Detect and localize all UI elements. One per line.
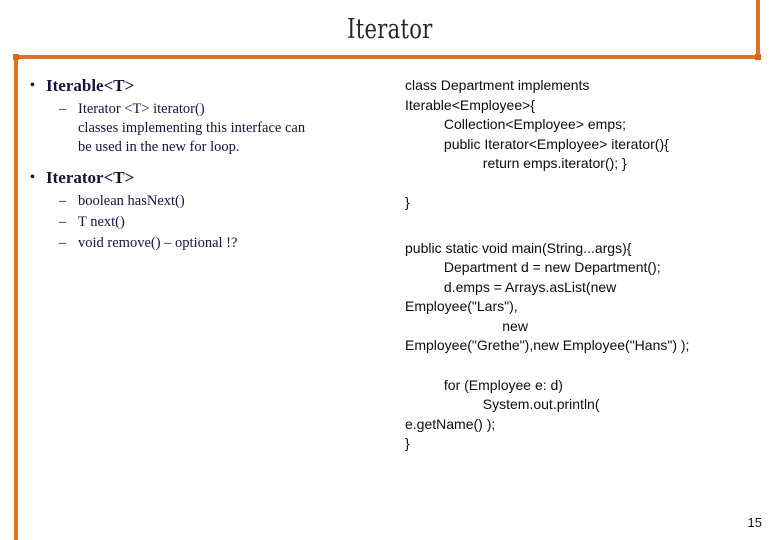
code-line: class Department implements [405, 77, 590, 93]
code-line: for (Employee e: d) [405, 376, 563, 393]
title-area: Iterator [0, 8, 780, 52]
code-panel: class Department implements Iterable<Emp… [405, 76, 773, 454]
code-line: e.getName() ); [405, 415, 496, 432]
code-line: Department d = new Department(); [405, 259, 661, 275]
bullet-marker-dot: • [30, 78, 35, 93]
code-line: Iterable<Employee>{ [405, 96, 535, 113]
code-line: Employee("Grethe"),new Employee("Hans") … [405, 337, 690, 353]
sub-bullet-next: – T next() [26, 213, 382, 232]
bullet-marker-dot: • [30, 170, 35, 185]
bullet-group-spacer [26, 157, 382, 166]
sub-bullet-line: T next() [78, 214, 125, 230]
sub-bullet-has-next: – boolean hasNext() [26, 192, 382, 211]
code-line: } [405, 194, 410, 210]
main-method-block: public static void main(String...args){ … [405, 239, 773, 356]
department-class-block: class Department implements Iterable<Emp… [405, 76, 773, 213]
sub-bullet-marker-dash: – [59, 214, 67, 230]
code-blank-line [405, 174, 773, 194]
code-line: Employee("Lars"), [405, 298, 518, 314]
bullet-iterator-heading: • Iterator<T> [26, 166, 382, 190]
bullet-heading-label: Iterable<T> [46, 76, 135, 95]
for-loop-block: for (Employee e: d) System.out.println( … [405, 376, 773, 454]
sub-bullet-line: be used in the new for loop. [78, 139, 240, 155]
code-line: System.out.println( [405, 396, 600, 412]
sub-bullet-marker-dash: – [59, 193, 67, 209]
accent-node-left [13, 54, 19, 60]
code-line: return emps.iterator(); } [405, 155, 627, 171]
sub-bullet-line: Iterator <T> iterator() [78, 101, 205, 117]
sub-bullet-marker-dash: – [59, 101, 67, 117]
sub-bullet-line: boolean hasNext() [78, 193, 185, 209]
sub-bullet-iterator-method: – Iterator <T> iterator() classes implem… [26, 100, 382, 157]
sub-bullet-marker-dash: – [59, 235, 67, 251]
code-line: d.emps = Arrays.asList(new [405, 278, 617, 295]
slide-number: 15 [747, 515, 762, 530]
code-block-spacer [405, 213, 773, 239]
bullet-heading-label: Iterator<T> [46, 168, 135, 187]
accent-rule-vertical-right [756, 0, 760, 59]
code-line: Collection<Employee> emps; [405, 116, 627, 132]
code-line: } [405, 435, 410, 451]
bullet-iterable-heading: • Iterable<T> [26, 74, 382, 98]
bullet-list: • Iterable<T> – Iterator <T> iterator() … [26, 74, 382, 253]
sub-bullet-line: classes implementing this interface can [78, 120, 306, 136]
code-block-spacer [405, 356, 773, 376]
page-title: Iterator [347, 14, 433, 45]
sub-bullet-line: void remove() – optional !? [78, 235, 238, 251]
accent-rule-horizontal [14, 55, 760, 59]
code-line: new [405, 317, 528, 334]
code-line: public static void main(String...args){ [405, 239, 632, 256]
accent-rule-vertical-left [14, 55, 18, 540]
accent-node-right [755, 54, 761, 60]
code-line: public Iterator<Employee> iterator(){ [405, 135, 669, 152]
sub-bullet-remove: – void remove() – optional !? [26, 234, 382, 253]
